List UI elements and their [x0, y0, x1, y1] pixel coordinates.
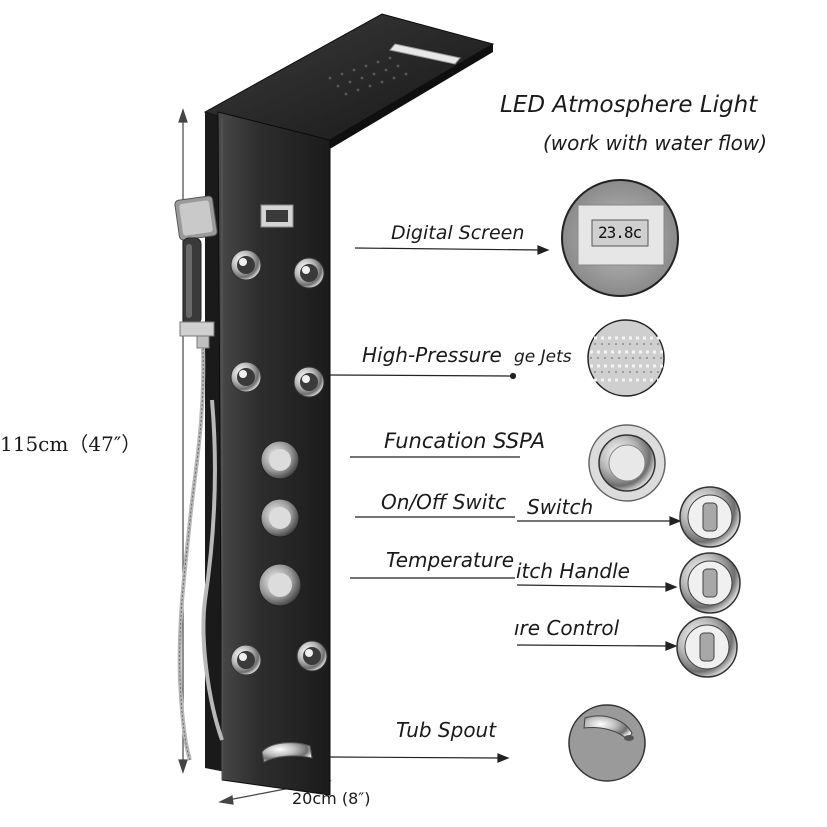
detail-screen-reading: 23.8c	[598, 223, 642, 242]
detail-digital-screen	[561, 179, 679, 297]
handheld-shower	[174, 195, 224, 761]
detail-spa-button	[588, 424, 666, 502]
label-spa: Funcation SSPA	[384, 429, 546, 453]
tub-spout	[261, 742, 313, 763]
label-jets-right: ge Jets	[514, 347, 572, 367]
temperature-knob	[258, 563, 302, 607]
detail-massage-jets	[587, 319, 665, 397]
label-temperature-right: itch Handle	[516, 559, 630, 583]
jet-5	[230, 644, 262, 676]
control-knobs	[258, 440, 302, 607]
body-jets	[230, 249, 328, 676]
label-digital-screen: Digital Screen	[391, 222, 525, 244]
detail-tub-spout	[568, 704, 646, 782]
label-led-sub: (work with water flow)	[543, 131, 768, 155]
label-jets-left: High-Pressure	[362, 343, 502, 367]
dimension-height: 115cm（47″）	[0, 432, 142, 456]
detail-temperature-control	[676, 616, 738, 678]
label-tub-spout: Tub Spout	[396, 718, 497, 742]
label-led-light: LED Atmosphere Light	[500, 92, 758, 118]
dimension-width: 20cm (8″)	[292, 789, 371, 808]
jet-3	[230, 361, 262, 393]
jet-6	[296, 640, 328, 672]
spa-knob	[260, 440, 300, 480]
jet-2	[293, 257, 325, 289]
detail-switch-handle	[679, 552, 741, 614]
jet-1	[230, 249, 262, 281]
label-onoff-left: On/Off Switc	[381, 490, 507, 514]
label-temperature-left: Temperature	[386, 548, 515, 572]
detail-onoff-knob	[679, 486, 741, 548]
jet-4	[293, 366, 325, 398]
label-onoff-right: Switch	[527, 495, 594, 519]
label-control-right: ıre Control	[514, 616, 620, 640]
callout-lines	[329, 245, 682, 763]
onoff-knob	[260, 498, 300, 538]
panel-digital-screen	[260, 204, 294, 228]
